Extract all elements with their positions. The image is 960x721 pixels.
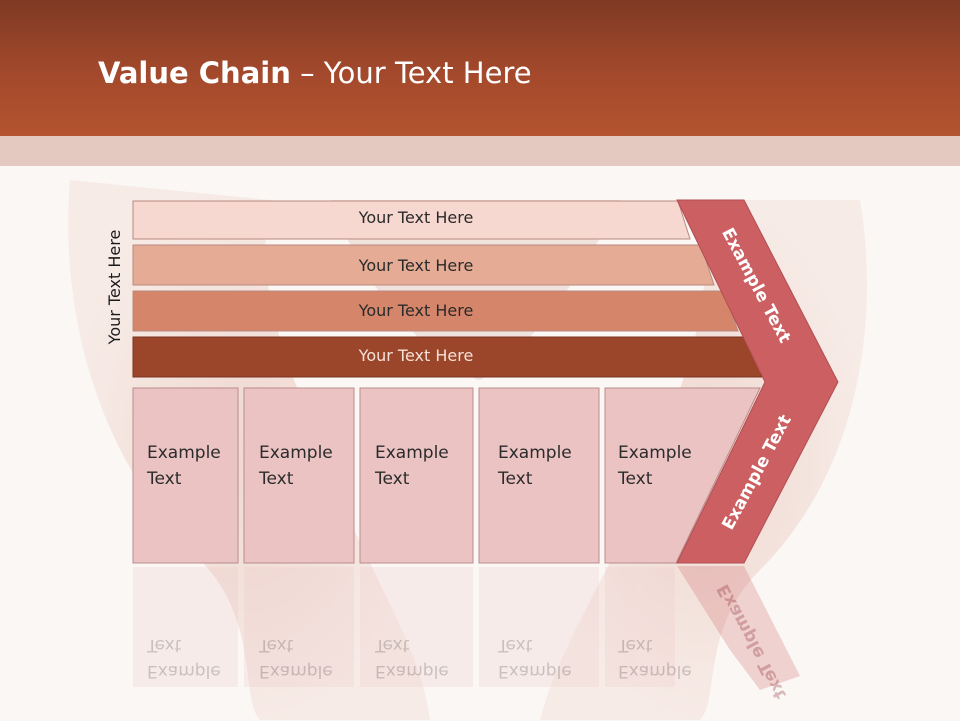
support-bar-3-label: Your Text Here: [358, 301, 474, 320]
support-bar-3: [132, 290, 739, 332]
title-bold: Value Chain: [98, 56, 291, 90]
title-rest: – Your Text Here: [290, 56, 532, 90]
margin-chevron: [676, 199, 839, 564]
slide-title: Value Chain – Your Text Here: [98, 56, 532, 90]
header-bar: [0, 0, 960, 136]
margin-chevron-reflection: [677, 566, 800, 690]
primary-cell-4: [478, 387, 600, 564]
support-bar-4-label: Your Text Here: [358, 346, 474, 365]
side-label: Your Text Here: [105, 229, 124, 345]
primary-cell-2: [243, 387, 355, 564]
support-bar-1-label: Your Text Here: [358, 208, 474, 227]
primary-cell-3: [359, 387, 474, 564]
primary-cell-1: [132, 387, 239, 564]
cells-reflection: [133, 567, 675, 687]
support-bar-2: [132, 244, 715, 286]
support-bar-2-label: Your Text Here: [358, 256, 474, 275]
header-band: [0, 136, 960, 166]
primary-cell-5: [604, 387, 761, 564]
support-bar-1: [132, 200, 691, 240]
support-bar-4: [132, 336, 763, 378]
